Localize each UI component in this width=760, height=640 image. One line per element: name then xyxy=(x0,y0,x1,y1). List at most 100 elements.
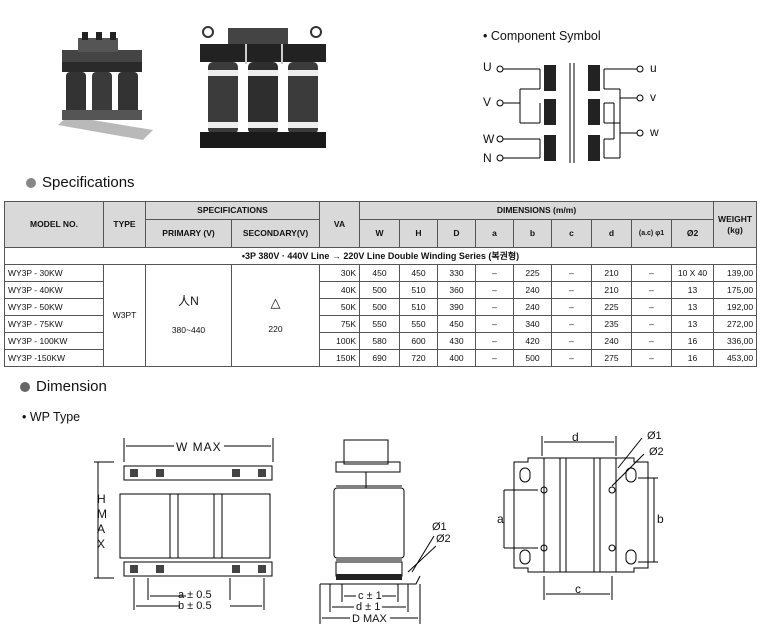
cell-phi2: 13 xyxy=(670,281,715,299)
cell-a: – xyxy=(475,349,514,367)
side-phi1-label: Ø1 xyxy=(432,521,447,533)
cell-H: 720 xyxy=(399,349,438,367)
dimension-title: Dimension xyxy=(36,378,107,395)
cell-W: 550 xyxy=(359,315,400,333)
col-primary: PRIMARY (V) xyxy=(145,219,232,248)
top-phi2-label: Ø2 xyxy=(649,446,664,458)
col-phi2: Ø2 xyxy=(670,219,715,248)
a-tolerance-label: a ± 0.5 xyxy=(178,589,212,601)
cell-d: 275 xyxy=(591,349,632,367)
cell-model: WY3P - 100KW xyxy=(4,332,104,350)
cell-type: W3PT xyxy=(103,264,146,367)
cell-model: WY3P - 30KW xyxy=(4,264,104,282)
cell-model: WY3P - 40KW xyxy=(4,281,104,299)
cell-d: 210 xyxy=(591,264,632,282)
series-label: •3P 380V · 440V Line → 220V Line Double … xyxy=(3,247,758,265)
cell-H: 600 xyxy=(399,332,438,350)
cell-phi1: – xyxy=(631,332,672,350)
col-d: d xyxy=(591,219,632,248)
cell-H: 550 xyxy=(399,315,438,333)
cell-H: 510 xyxy=(399,281,438,299)
cell-d: 240 xyxy=(591,332,632,350)
cell-W: 500 xyxy=(359,281,400,299)
cell-c: – xyxy=(551,315,592,333)
bullet-icon xyxy=(26,177,36,188)
cell-phi2: 16 xyxy=(670,332,715,350)
cell-a: – xyxy=(475,264,514,282)
cell-phi2: 10 X 40 xyxy=(670,264,715,282)
component-symbol-title: • Component Symbol xyxy=(483,29,601,43)
cell-d: 225 xyxy=(591,298,632,316)
cell-H: 510 xyxy=(399,298,438,316)
col-D: D xyxy=(437,219,476,248)
col-va: VA xyxy=(319,201,360,248)
cell-a: – xyxy=(475,281,514,299)
dimension-heading: Dimension xyxy=(20,378,107,395)
cell-D: 330 xyxy=(437,264,476,282)
primary-voltage: 380~440 xyxy=(171,324,206,335)
cell-c: – xyxy=(551,349,592,367)
cell-phi1: – xyxy=(631,315,672,333)
front-view-drawing xyxy=(94,438,274,610)
col-c: c xyxy=(551,219,592,248)
terminal-V: V xyxy=(483,95,492,109)
cell-va: 100K xyxy=(319,332,360,350)
cell-model: WY3P -150KW xyxy=(4,349,104,367)
cell-c: – xyxy=(551,264,592,282)
cell-W: 450 xyxy=(359,264,400,282)
top-view-drawing xyxy=(503,436,658,600)
col-a: a xyxy=(475,219,514,248)
bullet-icon xyxy=(20,381,30,392)
cell-va: 40K xyxy=(319,281,360,299)
cell-phi2: 16 xyxy=(670,349,715,367)
side-view-drawing xyxy=(319,439,436,624)
col-type: TYPE xyxy=(103,201,146,248)
cell-b: 340 xyxy=(513,315,552,333)
cell-a: – xyxy=(475,332,514,350)
transformer-photo-large xyxy=(200,26,326,148)
specifications-table: MODEL NO. TYPE SPECIFICATIONS VA DIMENSI… xyxy=(3,201,758,367)
cell-phi2: 13 xyxy=(670,298,715,316)
top-c-label: c xyxy=(575,582,581,596)
cell-b: 240 xyxy=(513,298,552,316)
cell-D: 390 xyxy=(437,298,476,316)
cell-va: 50K xyxy=(319,298,360,316)
cell-b: 420 xyxy=(513,332,552,350)
col-W: W xyxy=(359,219,400,248)
secondary-voltage: 220 xyxy=(268,323,283,334)
col-H: H xyxy=(399,219,438,248)
cell-secondary: △220 xyxy=(231,264,320,367)
cell-model: WY3P - 50KW xyxy=(4,298,104,316)
terminal-w: w xyxy=(650,125,659,139)
cell-va: 150K xyxy=(319,349,360,367)
side-phi2-label: Ø2 xyxy=(436,533,451,545)
cell-c: – xyxy=(551,298,592,316)
cell-W: 500 xyxy=(359,298,400,316)
cell-D: 360 xyxy=(437,281,476,299)
cell-D: 400 xyxy=(437,349,476,367)
cell-b: 225 xyxy=(513,264,552,282)
cell-phi1: – xyxy=(631,264,672,282)
col-weight: WEIGHT(kg) xyxy=(713,201,758,248)
c-tolerance-label: c ± 1 xyxy=(358,590,382,602)
cell-b: 500 xyxy=(513,349,552,367)
component-symbol-diagram xyxy=(496,63,644,163)
col-specifications: SPECIFICATIONS xyxy=(145,201,320,220)
specifications-heading: Specifications xyxy=(26,174,135,191)
terminal-W: W xyxy=(483,132,495,146)
d-max-label: D MAX xyxy=(352,613,387,625)
col-b: b xyxy=(513,219,552,248)
cell-va: 75K xyxy=(319,315,360,333)
b-tolerance-label: b ± 0.5 xyxy=(178,600,212,612)
top-phi1-label: Ø1 xyxy=(647,430,662,442)
cell-a: – xyxy=(475,298,514,316)
terminal-N: N xyxy=(483,151,492,165)
top-d-label: d xyxy=(572,430,579,444)
cell-va: 30K xyxy=(319,264,360,282)
cell-H: 450 xyxy=(399,264,438,282)
